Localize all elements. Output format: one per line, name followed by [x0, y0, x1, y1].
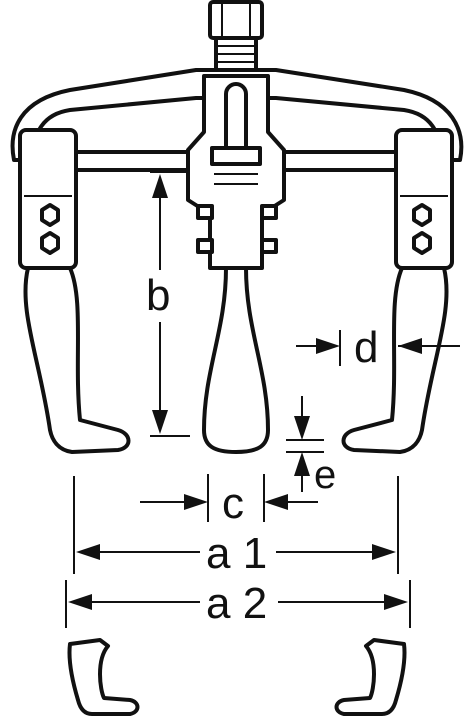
dimension-e: e: [286, 396, 336, 497]
hex-bolt-icon: [412, 231, 432, 255]
label-c: c: [222, 479, 244, 528]
hex-bolt-icon: [412, 203, 432, 227]
spindle-head: [208, 0, 264, 74]
label-a1: a 1: [206, 529, 267, 578]
left-jaw-extension: [67, 638, 140, 716]
dimension-d: d: [296, 323, 460, 372]
dimension-a1: a 1: [73, 476, 399, 578]
label-a2: a 2: [206, 579, 267, 628]
dimension-a2: a 2: [65, 579, 411, 628]
dimension-b: b: [146, 171, 190, 437]
label-d: d: [354, 323, 378, 372]
right-jaw: [341, 128, 454, 454]
left-jaw: [18, 128, 131, 454]
hex-bolt-icon: [40, 231, 60, 255]
central-body: [186, 74, 286, 454]
right-jaw-extension: [334, 638, 407, 716]
hex-bolt-icon: [40, 203, 60, 227]
label-b: b: [146, 271, 170, 320]
dimension-c: c: [140, 474, 318, 528]
label-e: e: [314, 453, 336, 497]
